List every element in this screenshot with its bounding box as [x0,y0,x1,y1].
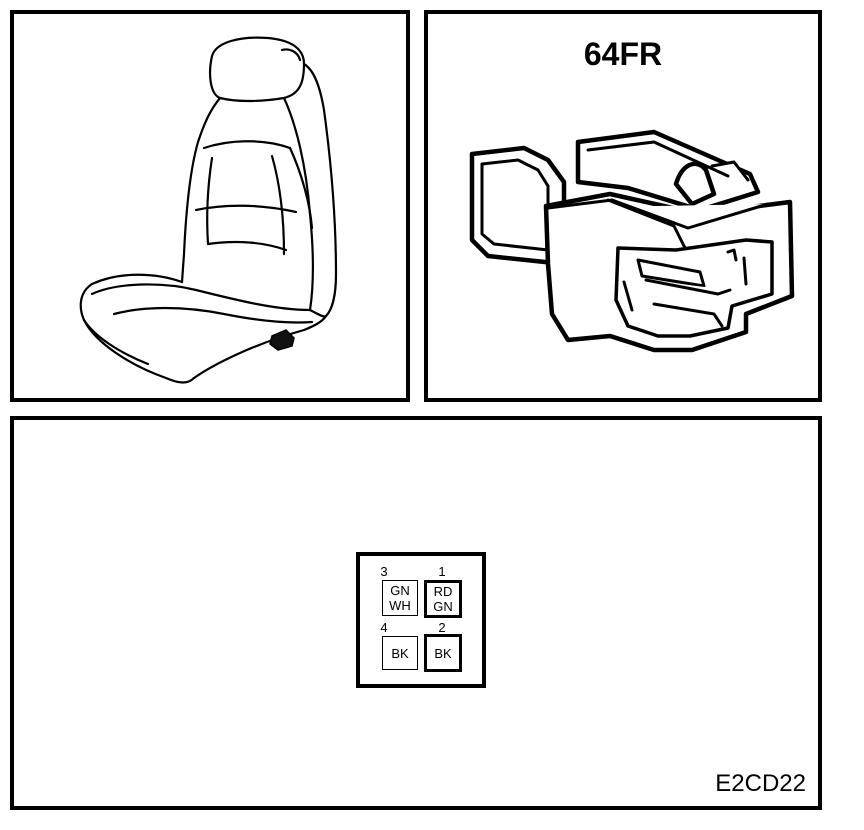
pin-1-cavity: RD GN [424,580,462,618]
connector-title: 64FR [583,36,663,72]
pin-2-cavity: BK [424,634,462,672]
connector-face: 3 1 GN WH RD GN 4 2 BK BK [356,552,486,688]
pin-1-number: 1 [438,564,446,579]
pin-3-stripe-color: WH [389,598,411,613]
pinout-panel: 3 1 GN WH RD GN 4 2 BK BK E2CD22 [10,416,822,810]
pin-4-wire-color: BK [391,645,409,661]
pin-3-wire-color: GN [390,583,410,598]
pin-3-cavity: GN WH [382,580,418,616]
pin-4-cavity: BK [382,636,418,670]
pin-1-stripe-color: GN [433,599,453,614]
pin-2-wire-color: BK [434,645,452,661]
pin-2-number: 2 [438,620,446,635]
pin-4-number: 4 [380,620,388,635]
seat-panel [10,10,410,402]
diagram-code: E2CD22 [715,770,806,797]
pin-3-number: 3 [380,564,388,579]
pin-1-wire-color: RD [433,584,453,599]
connector-panel: 64FR [424,10,822,402]
seat-illustration [79,36,338,384]
connector-illustration [469,129,795,353]
